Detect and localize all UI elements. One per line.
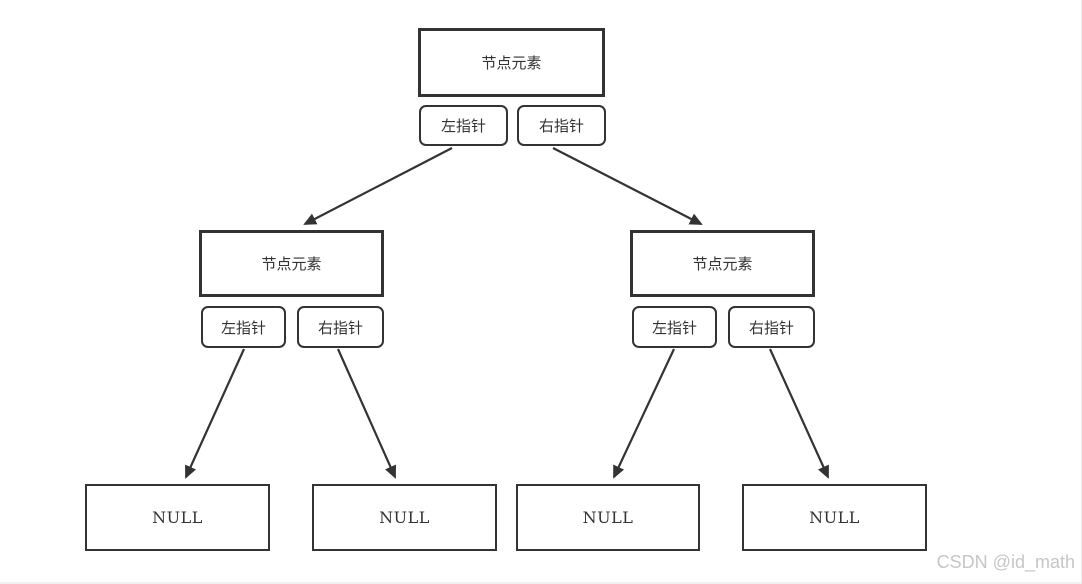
root-right-pointer-label: 右指针	[538, 117, 584, 135]
right-child-right-pointer-box: 右指针	[728, 306, 815, 348]
right-child-right-pointer-label: 右指针	[748, 318, 794, 337]
edge-root-left-pointer-to-left-child	[303, 147, 453, 225]
left-child-element-box: 节点元素	[199, 230, 384, 297]
root-element-box: 节点元素	[418, 28, 605, 97]
edge-left-child-right-pointer-to-null-2	[336, 348, 397, 479]
null-box-2: NULL	[312, 484, 497, 551]
root-left-pointer-label: 左指针	[440, 117, 486, 135]
root-element-label: 节点元素	[481, 54, 542, 72]
edge-left-child-left-pointer-to-null-1	[184, 348, 246, 479]
right-child-element-box: 节点元素	[630, 230, 815, 297]
left-child-element-label: 节点元素	[261, 255, 322, 273]
left-child-right-pointer-box: 右指针	[297, 306, 384, 348]
right-child-left-pointer-box: 左指针	[632, 306, 717, 348]
null-box-3: NULL	[516, 484, 700, 551]
left-child-right-pointer-label: 右指针	[317, 318, 363, 337]
csdn-watermark: CSDN @id_math	[936, 552, 1075, 572]
root-left-pointer-box: 左指针	[419, 105, 508, 146]
null-label-2: NULL	[379, 508, 430, 527]
null-label-3: NULL	[582, 508, 634, 527]
edge-right-child-right-pointer-to-null-4	[768, 348, 830, 479]
left-child-left-pointer-box: 左指针	[201, 306, 286, 348]
edge-right-child-left-pointer-to-null-3	[613, 348, 675, 479]
null-label-1: NULL	[152, 508, 203, 527]
right-child-left-pointer-label: 左指针	[651, 318, 697, 337]
right-child-element-label: 节点元素	[692, 255, 753, 273]
null-label-4: NULL	[809, 508, 860, 527]
edge-root-right-pointer-to-right-child	[552, 147, 703, 225]
null-box-4: NULL	[742, 484, 927, 551]
left-child-left-pointer-label: 左指针	[220, 318, 266, 337]
null-box-1: NULL	[85, 484, 270, 551]
root-right-pointer-box: 右指针	[517, 105, 606, 146]
